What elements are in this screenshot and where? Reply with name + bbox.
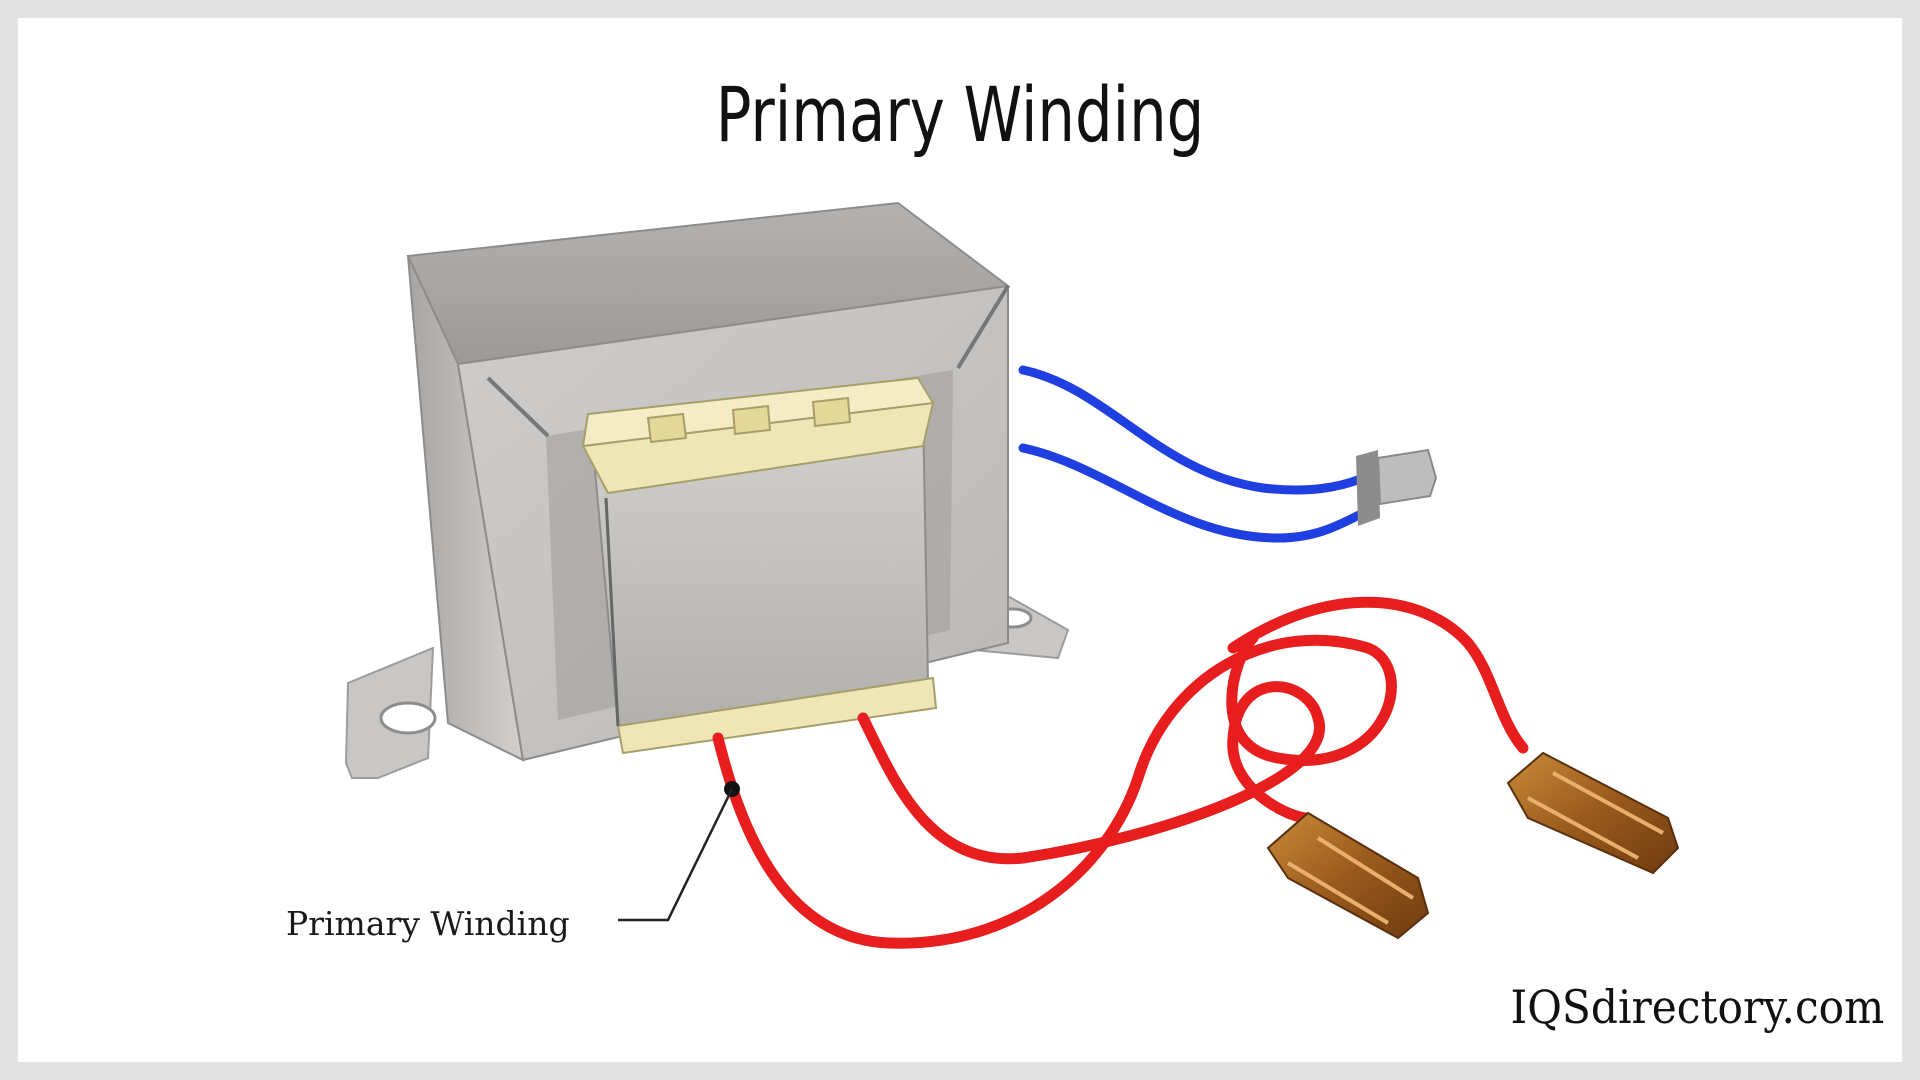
page-title: Primary Winding: [715, 70, 1205, 159]
spade-connector-icon: [1266, 811, 1430, 940]
red-lead-wire: [712, 596, 1529, 949]
diagram-frame: Primary Winding: [18, 18, 1902, 1062]
mounting-bracket: [344, 566, 1070, 779]
plug-connector-icon: [1356, 448, 1438, 526]
mounting-hole-icon: [379, 701, 437, 735]
coil-bobbin: [581, 376, 938, 755]
spade-connector-icon: [1506, 751, 1680, 875]
transformer-illustration: [344, 201, 1680, 949]
watermark: IQSdirectory.com: [1510, 980, 1884, 1034]
callout-leader: [618, 781, 740, 922]
blue-lead-wire: [1018, 365, 1368, 543]
primary-winding-callout-label: Primary Winding: [286, 904, 570, 943]
